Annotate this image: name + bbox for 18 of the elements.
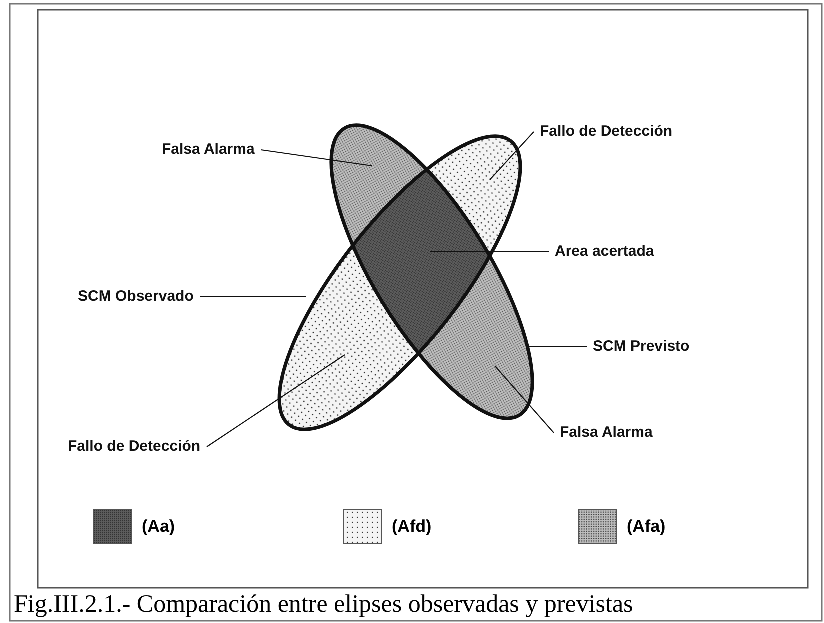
legend-label: (Aa) [142, 517, 176, 537]
leader-line [206, 354, 346, 448]
callout-label: Fallo de Detección [540, 123, 673, 141]
leader-line [494, 366, 554, 434]
leader-line [200, 296, 306, 298]
callout-label: Fallo de Detección [68, 438, 201, 456]
leader-line [260, 149, 372, 167]
callout-label: Falsa Alarma [162, 141, 255, 159]
callout-label: SCM Previsto [593, 338, 690, 356]
callout-label: Falsa Alarma [560, 424, 653, 442]
legend-label: (Afd) [392, 517, 432, 537]
leader-line [529, 346, 587, 348]
callout-label: Area acertada [555, 243, 654, 261]
leader-line [430, 251, 549, 253]
figure-caption: Fig.III.2.1.- Comparación entre elipses observadas y previstas [14, 590, 634, 620]
callout-label: SCM Observado [78, 288, 194, 306]
legend-label: (Afa) [627, 517, 666, 537]
leader-line [490, 132, 534, 180]
